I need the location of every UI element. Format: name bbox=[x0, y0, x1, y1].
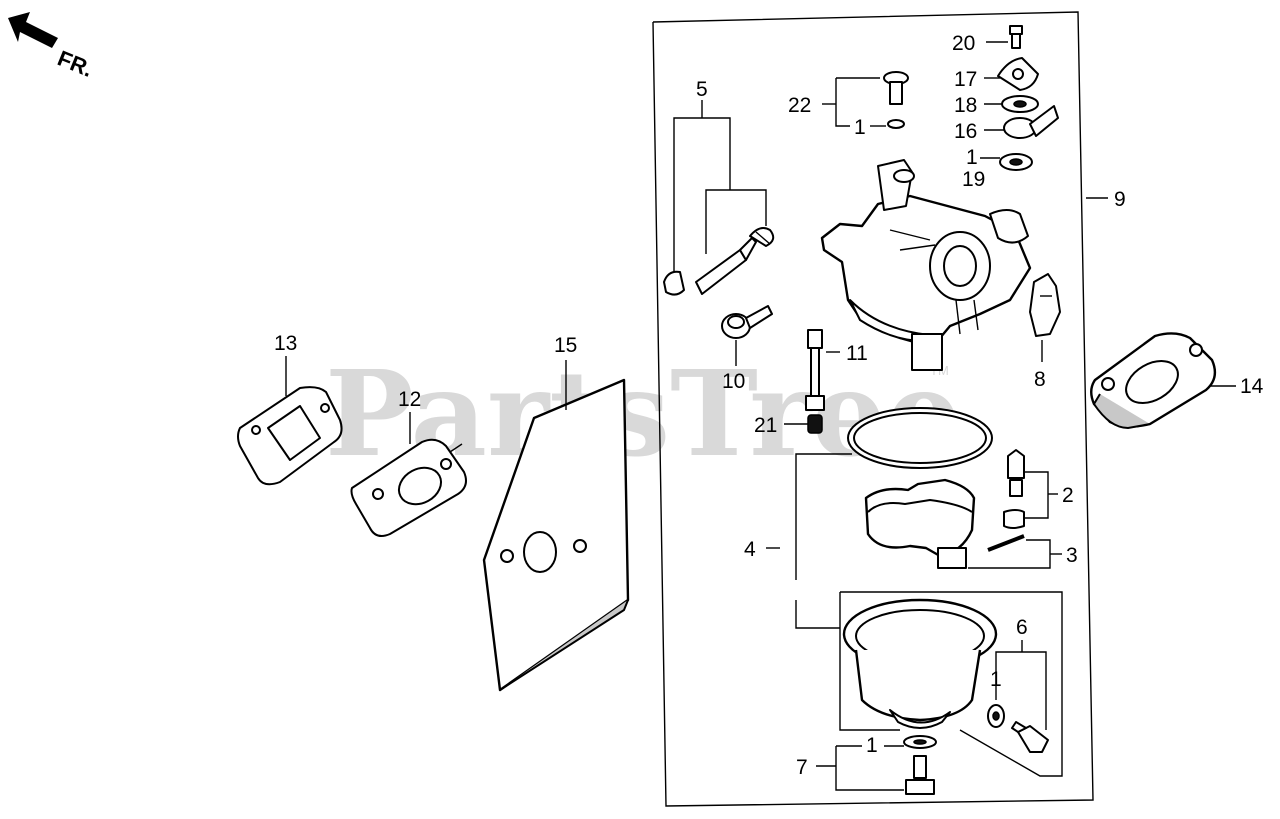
callout-1-bottom: 1 bbox=[866, 734, 878, 757]
callout-2: 2 bbox=[1062, 484, 1074, 507]
part-7-bolt bbox=[905, 755, 935, 795]
callout-6: 6 bbox=[1016, 616, 1028, 639]
leader-lines bbox=[285, 41, 1236, 791]
part-5-pilot-screw-set bbox=[663, 227, 775, 296]
part-12-carburetor-gasket bbox=[350, 438, 467, 537]
callout-8: 8 bbox=[1034, 368, 1046, 391]
callout-20: 20 bbox=[952, 32, 975, 55]
part-1-washer-bottom bbox=[903, 735, 937, 749]
callout-1-top: 1 bbox=[854, 116, 866, 139]
part-22-screw bbox=[883, 71, 909, 105]
part-4-float-chamber-gasket bbox=[847, 407, 993, 469]
part-4-float bbox=[864, 478, 976, 569]
callout-7: 7 bbox=[796, 756, 808, 779]
part-21-main-jet bbox=[807, 414, 823, 434]
part-3-float-pin bbox=[987, 534, 1025, 552]
callout-17: 17 bbox=[954, 68, 977, 91]
callout-21: 21 bbox=[754, 414, 777, 437]
float-chamber-bowl bbox=[842, 598, 998, 729]
part-2-float-valve bbox=[1003, 449, 1025, 529]
callout-1-drain: 1 bbox=[990, 668, 1002, 691]
front-label: FR. bbox=[54, 45, 96, 81]
part-14-insulator bbox=[1090, 332, 1217, 429]
carburetor-body bbox=[820, 159, 1032, 371]
part-1-washer-drain bbox=[987, 704, 1005, 728]
assembly-9-boundary bbox=[652, 11, 1094, 807]
part-15-heat-plate bbox=[482, 378, 630, 692]
callout-18: 18 bbox=[954, 94, 977, 117]
callout-12: 12 bbox=[398, 388, 421, 411]
callout-13: 13 bbox=[274, 332, 297, 355]
front-arrow-icon bbox=[8, 12, 58, 48]
part-10-screw bbox=[721, 305, 773, 339]
callout-11: 11 bbox=[846, 342, 868, 365]
part-1-washer-top bbox=[887, 119, 905, 129]
callout-16: 16 bbox=[954, 120, 977, 143]
part-18-washer bbox=[1001, 95, 1039, 113]
callout-3: 3 bbox=[1066, 544, 1078, 567]
callout-1-choke: 1 bbox=[966, 146, 978, 169]
callout-10: 10 bbox=[722, 370, 745, 393]
part-11-main-nozzle bbox=[805, 329, 825, 411]
callout-19: 19 bbox=[962, 168, 985, 191]
part-13-insulator-gasket bbox=[237, 386, 343, 486]
part-8-drain bbox=[1029, 273, 1061, 337]
callout-5: 5 bbox=[696, 78, 708, 101]
part-6-drain-screw bbox=[1011, 721, 1049, 753]
callout-15: 15 bbox=[554, 334, 577, 357]
callout-labels: 13 12 15 14 5 10 11 21 22 1 20 17 18 16 … bbox=[274, 32, 1264, 779]
part-20-screw bbox=[1009, 25, 1023, 49]
part-19-seal bbox=[999, 153, 1033, 171]
part-17-bracket bbox=[997, 57, 1039, 91]
part-16-choke-lever bbox=[1003, 105, 1059, 139]
callout-4: 4 bbox=[744, 538, 756, 561]
callout-9: 9 bbox=[1114, 188, 1126, 211]
callout-14: 14 bbox=[1240, 375, 1264, 398]
callout-22: 22 bbox=[788, 94, 811, 117]
